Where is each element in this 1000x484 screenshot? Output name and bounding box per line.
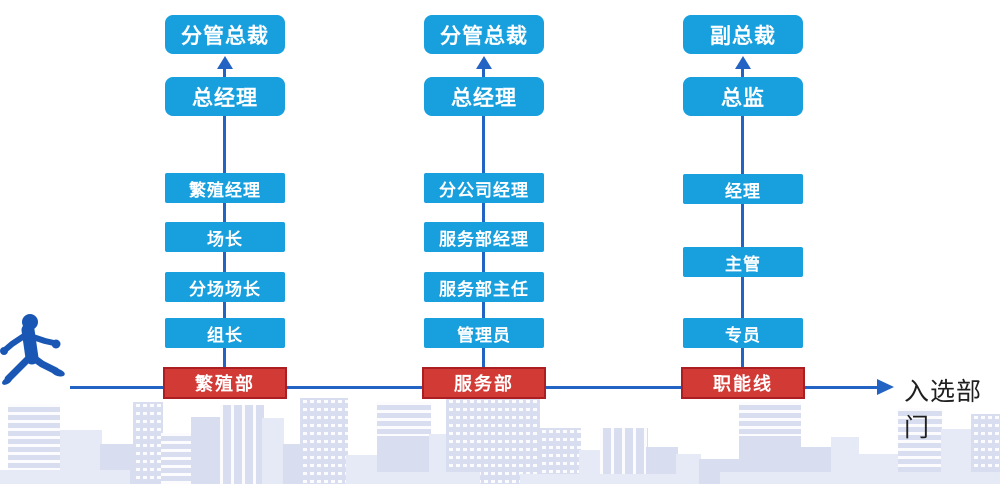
- building: [283, 444, 301, 484]
- building: [161, 433, 193, 484]
- axis-end-label: 入选部门: [904, 378, 983, 442]
- level-box-manager: 经理: [683, 174, 803, 204]
- building: [360, 472, 480, 484]
- department-box-functional: 职能线: [681, 367, 805, 399]
- level-box-administrator: 管理员: [424, 318, 544, 348]
- building: [133, 402, 163, 484]
- level-box-vp: 副总裁: [683, 15, 803, 54]
- arrowhead-right-icon: [877, 379, 894, 395]
- level-box-service-dept-director: 服务部主任: [424, 272, 544, 302]
- building: [898, 408, 942, 484]
- department-box-breeding: 繁殖部: [163, 367, 287, 399]
- track-breeding-arrow-shaft: [223, 68, 226, 78]
- building: [191, 417, 221, 484]
- level-box-evp: 分管总裁: [424, 15, 544, 54]
- building: [446, 390, 540, 484]
- track-functional-arrow-shaft: [741, 68, 744, 78]
- arrowhead-up-icon: [476, 56, 492, 69]
- building: [429, 434, 447, 484]
- department-box-service: 服务部: [422, 367, 546, 399]
- level-box-breeding-manager: 繁殖经理: [165, 173, 285, 203]
- building: [739, 402, 801, 484]
- building: [377, 402, 431, 484]
- walking-person-icon: [0, 310, 66, 388]
- track-service-arrow-shaft: [482, 68, 485, 78]
- track-functional-connector: [741, 116, 744, 368]
- level-box-specialist: 专员: [683, 318, 803, 348]
- level-box-service-dept-manager: 服务部经理: [424, 222, 544, 252]
- level-box-subfarm-head: 分场场长: [165, 272, 285, 302]
- building: [720, 472, 1000, 484]
- building: [676, 454, 701, 484]
- level-box-branch-manager: 分公司经理: [424, 173, 544, 203]
- building: [262, 418, 284, 484]
- building: [0, 470, 130, 484]
- arrowhead-up-icon: [735, 56, 751, 69]
- building: [220, 405, 264, 484]
- building: [300, 398, 348, 484]
- level-box-gm: 总经理: [424, 77, 544, 116]
- level-box-team-leader: 组长: [165, 318, 285, 348]
- level-box-farm-head: 场长: [165, 222, 285, 252]
- arrowhead-up-icon: [217, 56, 233, 69]
- level-box-evp: 分管总裁: [165, 15, 285, 54]
- level-box-supervisor: 主管: [683, 247, 803, 277]
- level-box-director: 总监: [683, 77, 803, 116]
- level-box-gm: 总经理: [165, 77, 285, 116]
- building: [520, 474, 680, 484]
